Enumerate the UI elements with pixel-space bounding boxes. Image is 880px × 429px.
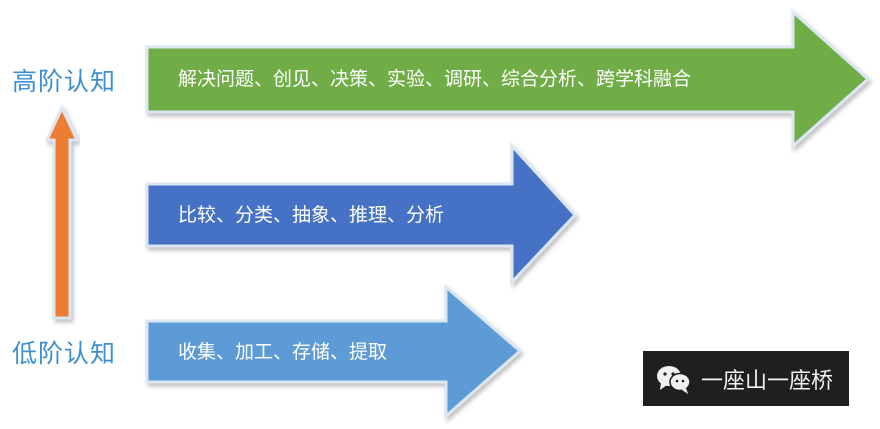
- watermark: 一座山一座桥: [643, 351, 849, 406]
- mid-order-text: 比较、分类、抽象、推理、分析: [178, 204, 445, 226]
- mid-order-arrow: [145, 142, 578, 286]
- watermark-text: 一座山一座桥: [701, 368, 834, 394]
- low-order-label: 低阶认知: [12, 339, 117, 368]
- high-order-arrow: [145, 8, 871, 150]
- low-order-arrow: [145, 283, 523, 420]
- high-order-text: 解决问题、创见、决策、实验、调研、综合分析、跨学科融合: [178, 68, 692, 90]
- low-order-text: 收集、加工、存储、提取: [178, 341, 388, 363]
- high-order-label: 高阶认知: [12, 67, 117, 96]
- up-arrow-icon: [44, 104, 80, 320]
- wechat-icon: [657, 365, 691, 394]
